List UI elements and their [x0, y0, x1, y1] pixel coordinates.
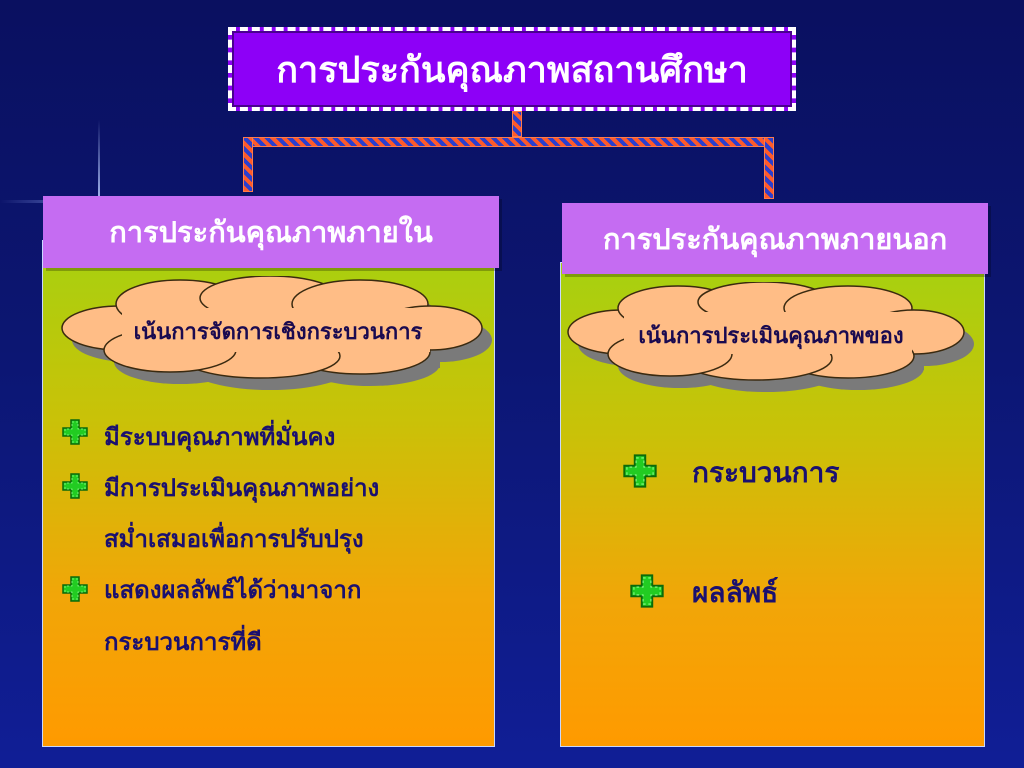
external-header-label: การประกันคุณภาพภายนอก	[602, 221, 948, 256]
internal-bullet-2: มีการประเมินคุณภาพอย่าง	[104, 473, 380, 502]
internal-header-label: การประกันคุณภาพภายใน	[109, 215, 433, 249]
internal-bullet-3-cont: กระบวนการที่ดี	[104, 627, 262, 656]
page-title: การประกันคุณภาพสถานศึกษา	[276, 48, 748, 91]
internal-cloud: เน้นการจัดการเชิงกระบวนการ	[60, 275, 496, 392]
internal-cloud-text: เน้นการจัดการเชิงกระบวนการ	[133, 319, 423, 345]
cloud-shape	[61, 275, 492, 390]
external-cloud: เน้นการประเมินคุณภาพของ	[566, 281, 976, 394]
external-cloud-text: เน้นการประเมินคุณภาพของ	[638, 323, 904, 349]
connector-stem	[512, 111, 522, 137]
green-cross-icon	[62, 576, 88, 602]
external-header: การประกันคุณภาพภายนอก	[562, 203, 988, 274]
external-bullet-2: ผลลัพธ์	[692, 576, 779, 609]
internal-bullet-2-cont: สม่ำเสมอเพื่อการปรับปรุง	[104, 524, 364, 553]
connector-left-drop	[243, 137, 253, 192]
external-bullet-1: กระบวนการ	[692, 456, 840, 489]
cloud-shape	[567, 281, 974, 392]
connector-right-drop	[764, 137, 774, 199]
internal-bullet-1: มีระบบคุณภาพที่มั่นคง	[104, 422, 336, 451]
internal-header: การประกันคุณภาพภายใน	[43, 196, 499, 268]
connector-bar	[243, 137, 774, 147]
green-cross-icon	[623, 454, 657, 488]
green-cross-icon	[62, 473, 88, 499]
green-cross-icon	[630, 574, 664, 608]
title-box: การประกันคุณภาพสถานศึกษา	[228, 27, 796, 111]
green-cross-icon	[62, 419, 88, 445]
decorative-line-vertical	[98, 120, 100, 210]
internal-bullet-3: แสดงผลลัพธ์ได้ว่ามาจาก	[104, 575, 362, 604]
